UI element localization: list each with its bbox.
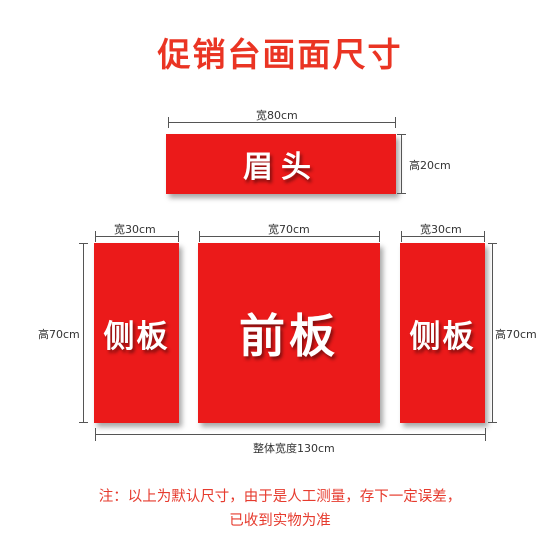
overall-width-line (95, 434, 486, 435)
right-side-height-tick-top (488, 243, 497, 244)
right-side-height-tick-bottom (488, 422, 497, 423)
left-side-height-tick-bottom (79, 422, 88, 423)
right-side-height-line (492, 243, 493, 423)
header-panel: 眉头 (166, 134, 396, 194)
header-height-tick-top (397, 134, 406, 135)
header-panel-label: 眉头 (243, 150, 319, 185)
front-width-label: 宽70cm (268, 223, 310, 236)
overall-width-tick-right (485, 428, 486, 441)
left-side-height-line (83, 243, 84, 423)
overall-width-tick-left (95, 428, 96, 441)
note-line-1: 注：以上为默认尺寸，由于是人工测量，存下一定误差， (98, 489, 462, 505)
header-height-label: 高20cm (409, 159, 451, 172)
left-side-panel: 侧板 (94, 243, 179, 423)
front-width-tick-left (199, 231, 200, 242)
header-width-tick-right (395, 117, 396, 128)
left-side-height-label: 高70cm (38, 326, 80, 342)
header-height-line (401, 134, 402, 194)
page-title: 促销台画面尺寸 (157, 35, 403, 74)
right-side-panel: 侧板 (400, 243, 485, 423)
header-width-tick-left (168, 117, 169, 128)
header-width-label: 宽80cm (256, 109, 298, 122)
right-side-width-line (401, 236, 485, 237)
front-panel: 前板 (198, 243, 380, 423)
right-side-height-label: 高70cm (495, 326, 537, 342)
right-side-width-tick-right (484, 231, 485, 242)
left-side-width-line (95, 236, 179, 237)
left-side-width-tick-left (95, 231, 96, 242)
right-side-width-tick-left (401, 231, 402, 242)
right-side-panel-label: 侧板 (409, 318, 476, 355)
left-side-panel-label: 侧板 (103, 318, 170, 355)
header-height-tick-bottom (397, 193, 406, 194)
note-line-2: 已收到实物为准 (229, 513, 331, 529)
left-side-width-label: 宽30cm (114, 223, 156, 236)
right-side-width-label: 宽30cm (420, 223, 462, 236)
overall-width-label: 整体宽度130cm (253, 442, 335, 455)
left-side-width-tick-right (178, 231, 179, 242)
header-width-line (168, 122, 396, 123)
front-panel-label: 前板 (239, 309, 339, 363)
front-width-tick-right (379, 231, 380, 242)
left-side-height-tick-top (79, 243, 88, 244)
front-width-line (199, 236, 380, 237)
